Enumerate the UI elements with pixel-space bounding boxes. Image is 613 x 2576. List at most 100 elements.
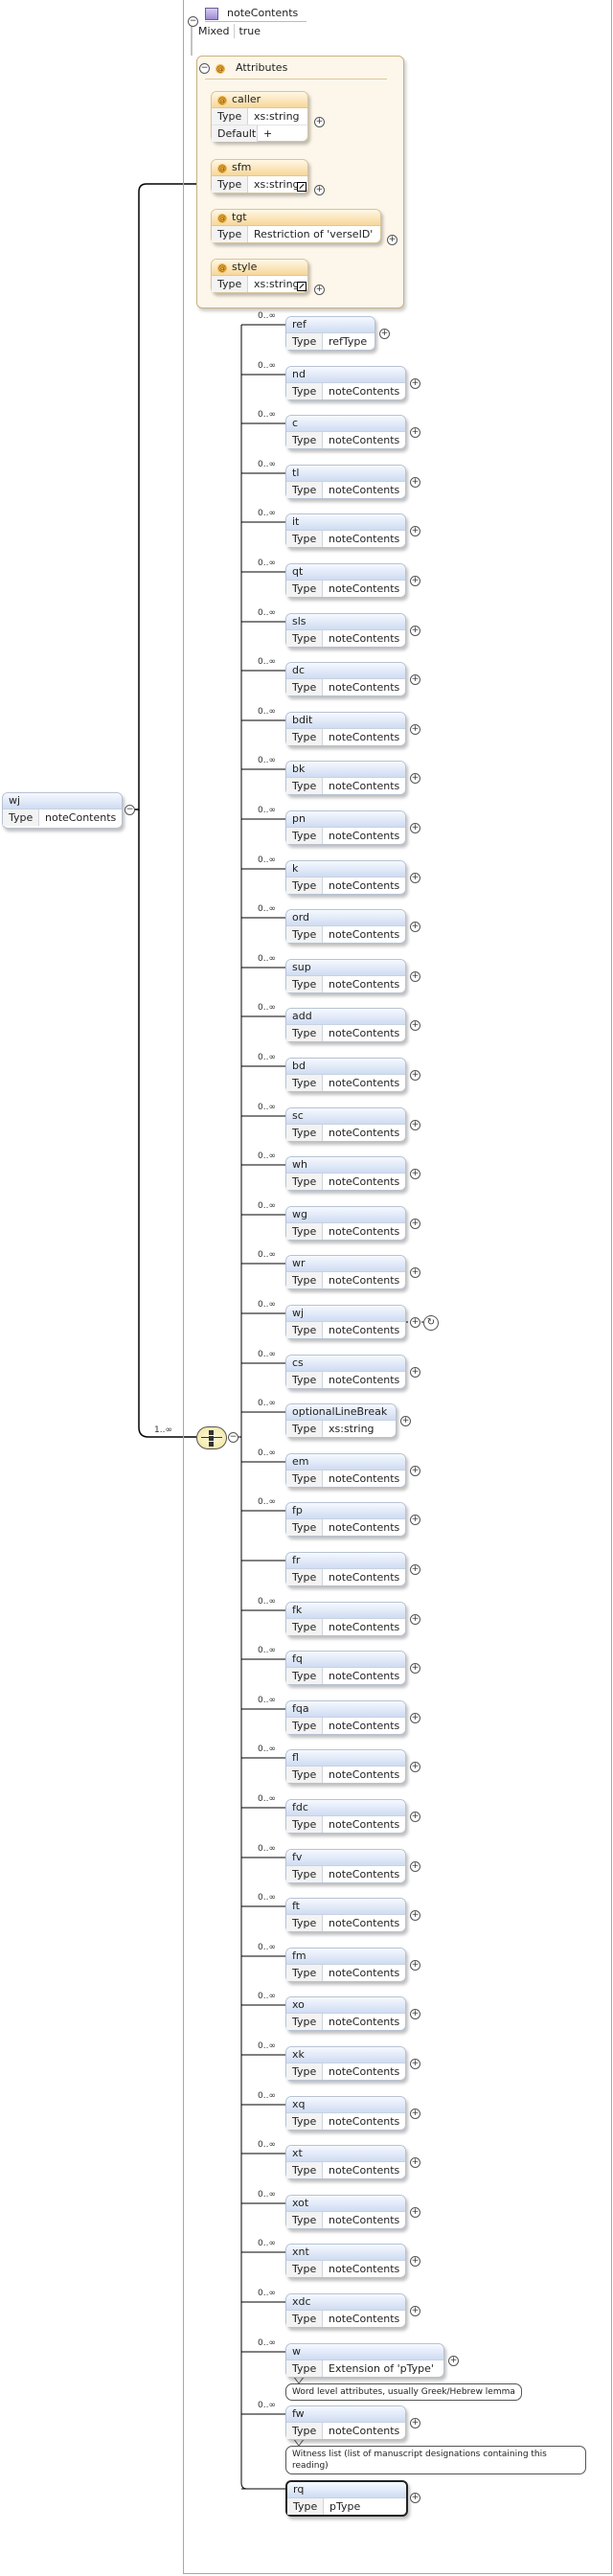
- element-expand-icon[interactable]: +: [410, 2306, 420, 2316]
- element-expand-icon[interactable]: +: [410, 1219, 420, 1229]
- element-expand-icon[interactable]: +: [410, 2493, 420, 2503]
- element-expand-icon[interactable]: +: [410, 1466, 420, 1476]
- element-expand-icon[interactable]: +: [410, 378, 420, 389]
- attribute-expand-icon[interactable]: +: [314, 285, 325, 295]
- element-expand-icon[interactable]: +: [410, 1267, 420, 1278]
- element-expand-icon[interactable]: +: [410, 1861, 420, 1872]
- root-expand-icon[interactable]: −: [125, 805, 135, 815]
- element-expand-icon[interactable]: +: [410, 1169, 420, 1179]
- element-expand-icon[interactable]: +: [410, 2109, 420, 2119]
- element-expand-icon[interactable]: +: [410, 1960, 420, 1971]
- element-expand-icon[interactable]: +: [410, 1663, 420, 1674]
- element-expand-icon[interactable]: +: [410, 724, 420, 735]
- element-expand-icon[interactable]: +: [410, 477, 420, 488]
- element-expand-icon[interactable]: +: [410, 1317, 420, 1328]
- element-expand-icon[interactable]: +: [410, 2418, 420, 2428]
- element-expand-icon[interactable]: +: [410, 922, 420, 932]
- element-expand-icon[interactable]: +: [410, 2009, 420, 2019]
- element-expand-icon[interactable]: +: [410, 873, 420, 883]
- root-element-wj[interactable]: wj Type noteContents: [2, 792, 123, 829]
- element-expand-icon[interactable]: +: [410, 1910, 420, 1921]
- element-expand-icon[interactable]: +: [410, 1367, 420, 1378]
- element-expand-icon[interactable]: +: [410, 2256, 420, 2267]
- element-expand-icon[interactable]: +: [410, 1564, 420, 1575]
- element-expand-icon[interactable]: +: [410, 773, 420, 784]
- element-expand-icon[interactable]: +: [379, 329, 390, 339]
- element-expand-icon[interactable]: +: [410, 674, 420, 685]
- element-expand-icon[interactable]: +: [410, 1713, 420, 1723]
- attribute-expand-icon[interactable]: +: [314, 185, 325, 195]
- element-expand-icon[interactable]: +: [410, 1762, 420, 1772]
- element-expand-icon[interactable]: +: [410, 1020, 420, 1031]
- element-expand-icon[interactable]: +: [410, 526, 420, 536]
- element-expand-icon[interactable]: +: [410, 1614, 420, 1625]
- element-expand-icon[interactable]: +: [400, 1416, 411, 1426]
- element-expand-icon[interactable]: +: [410, 626, 420, 636]
- element-expand-icon[interactable]: +: [410, 1515, 420, 1525]
- collapse-icon[interactable]: −: [188, 16, 198, 27]
- attributes-collapse-icon[interactable]: −: [199, 63, 210, 74]
- element-expand-icon[interactable]: +: [410, 971, 420, 982]
- element-expand-icon[interactable]: +: [448, 2356, 459, 2366]
- element-expand-icon[interactable]: +: [410, 427, 420, 438]
- element-expand-icon[interactable]: +: [410, 1812, 420, 1822]
- element-expand-icon[interactable]: +: [410, 2207, 420, 2218]
- element-expand-icon[interactable]: +: [410, 1120, 420, 1130]
- sequence-collapse-icon[interactable]: −: [228, 1432, 238, 1443]
- element-expand-icon[interactable]: +: [410, 1070, 420, 1081]
- element-expand-icon[interactable]: +: [410, 2059, 420, 2069]
- sequence-compositor-icon[interactable]: [196, 1426, 227, 1449]
- attribute-expand-icon[interactable]: +: [314, 117, 325, 127]
- element-expand-icon[interactable]: +: [410, 2157, 420, 2168]
- attribute-expand-icon[interactable]: +: [387, 235, 397, 245]
- recursion-icon[interactable]: ↻: [423, 1315, 439, 1331]
